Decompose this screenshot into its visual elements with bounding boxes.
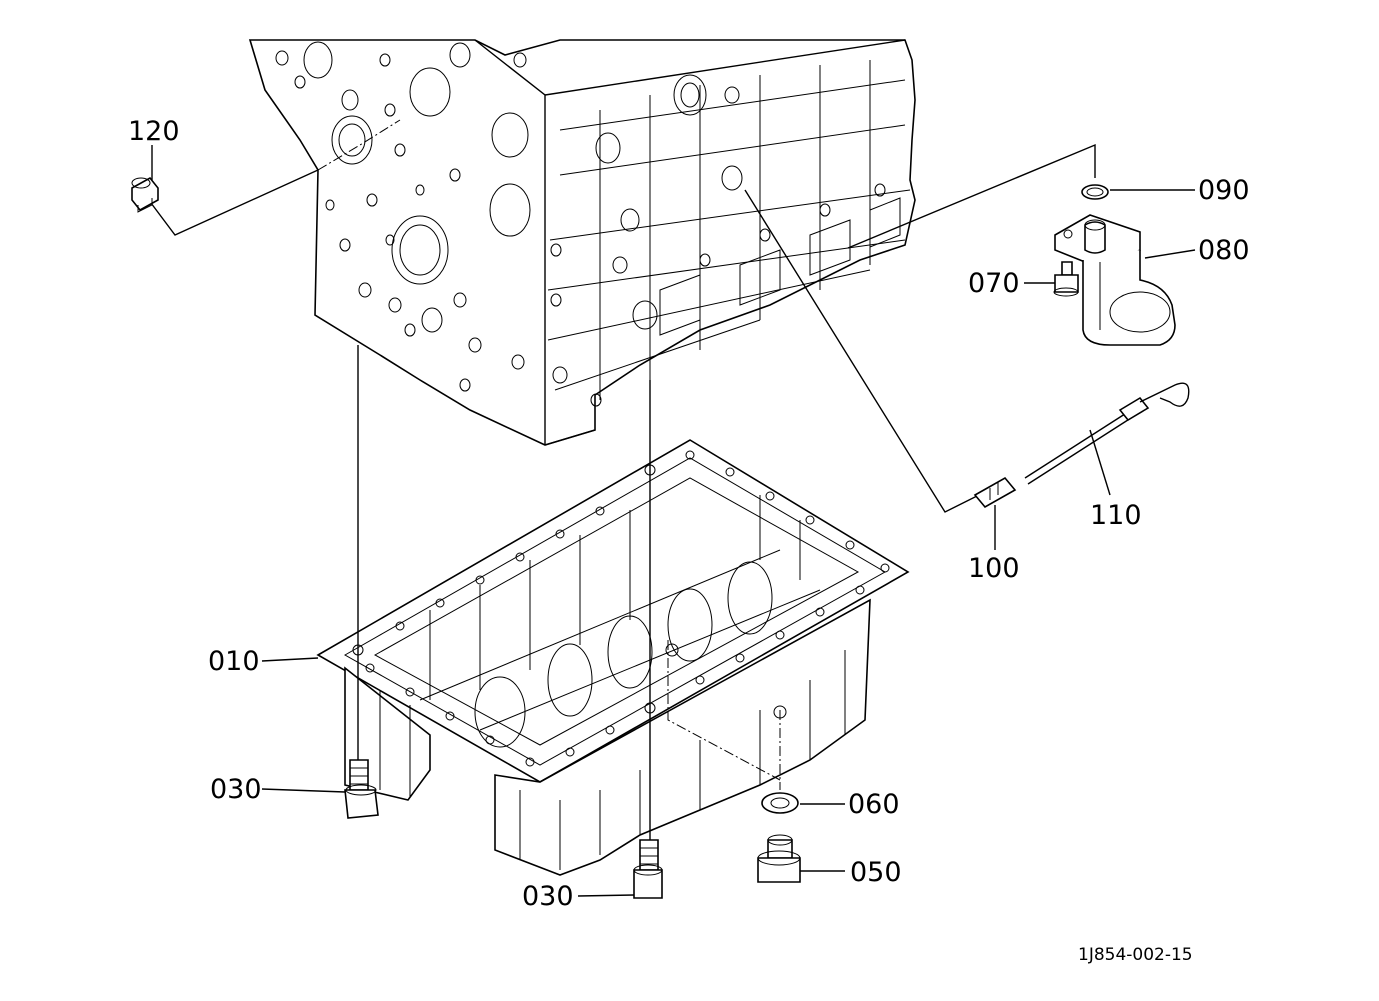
engine-block <box>248 39 916 446</box>
callout-030-left: 030 <box>210 774 262 805</box>
callout-100: 100 <box>968 553 1020 584</box>
alignment-lines <box>144 143 1096 840</box>
plug-120 <box>131 176 159 213</box>
dipstick-tube-100 <box>973 476 1017 509</box>
bolt-080 <box>1053 261 1079 297</box>
callout-080: 070 <box>968 268 1020 299</box>
callout-060: 060 <box>848 789 900 820</box>
drain-gasket-060 <box>761 792 799 814</box>
drawing-code: 1J854-002-15 <box>1078 945 1193 965</box>
callout-010: 010 <box>208 646 260 677</box>
callout-090: 090 <box>1198 175 1250 206</box>
oil-gauge-110 <box>1024 382 1190 485</box>
callout-110: 110 <box>1090 500 1142 531</box>
callout-050: 050 <box>850 857 902 888</box>
bolt-030-bottom <box>633 839 663 899</box>
callout-070: 080 <box>1198 235 1250 266</box>
drain-plug-050 <box>757 834 801 883</box>
o-ring-090 <box>1081 184 1109 200</box>
dipstick-guide-070 <box>1054 214 1176 346</box>
callout-120: 120 <box>128 116 180 147</box>
callout-030-bottom: 030 <box>522 881 574 912</box>
leader-lines <box>151 145 1196 897</box>
bolt-030-left <box>344 759 379 819</box>
oil-pan <box>316 439 910 876</box>
